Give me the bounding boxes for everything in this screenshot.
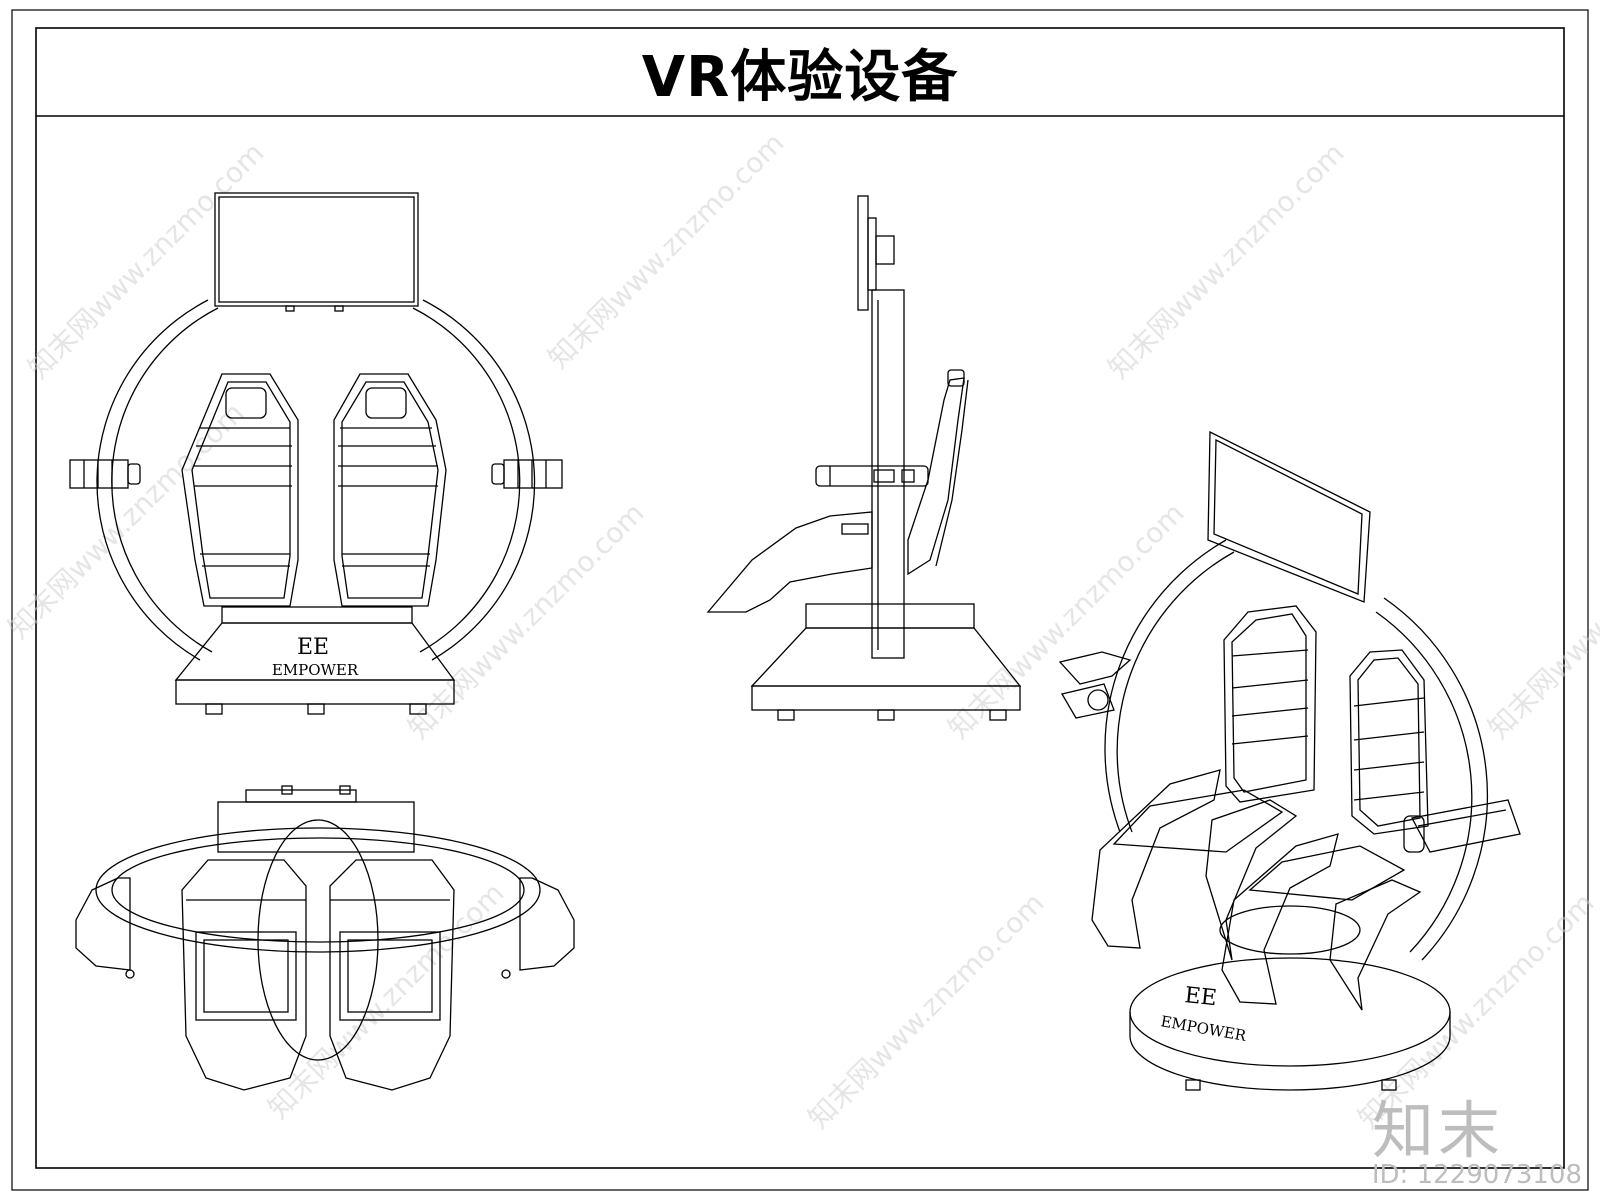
iso-ring [1104, 539, 1227, 833]
front-monitor [214, 192, 419, 307]
front-view [69, 192, 563, 715]
watermark-brand: 知末 [1371, 1094, 1504, 1167]
watermark-diagonal: 知末网www.znzmo.com [22, 136, 271, 385]
front-ring [96, 299, 209, 661]
top-monitor [217, 801, 415, 853]
diagonal-watermarks: 知末网www.znzmo.com 知末网www.znzmo.com 知末网www… [2, 126, 1600, 1135]
iso-monitor [1207, 430, 1371, 603]
watermark-diagonal: 知末网www.znzmo.com [942, 496, 1191, 745]
watermark-diagonal: 知末网www.znzmo.com [1482, 496, 1600, 745]
top-handle-right [519, 877, 575, 971]
front-logo-mark: EE [297, 635, 329, 660]
watermark-diagonal: 知末网www.znzmo.com [542, 126, 791, 375]
top-view [75, 785, 575, 1091]
iso-seat-right [1221, 649, 1429, 1011]
front-base-riser [221, 606, 413, 624]
top-ring [95, 827, 541, 953]
watermark-diagonal: 知末网www.znzmo.com [2, 396, 251, 645]
side-handle [815, 465, 929, 487]
iso-view [1058, 430, 1521, 1091]
front-handle-right [503, 459, 563, 489]
watermark-id: ID: 1229073108 [1371, 1160, 1582, 1190]
iso-logo-word: EMPOWER [1159, 1012, 1248, 1045]
watermark-diagonal: 知末网www.znzmo.com [262, 876, 511, 1125]
inner-border [35, 27, 1565, 1169]
front-logo-word: EMPOWER [272, 661, 359, 679]
watermark-diagonal: 知末网www.znzmo.com [802, 886, 1051, 1135]
front-seat-left [181, 373, 299, 607]
side-view [706, 195, 1022, 721]
watermark-diagonal: 知末网www.znzmo.com [1102, 136, 1351, 385]
iso-seat-left [1091, 605, 1317, 961]
side-footrest [706, 511, 873, 613]
front-logo: EE EMPOWER [272, 635, 359, 679]
iso-handle-left [1058, 651, 1132, 685]
top-seat-left [181, 859, 307, 1091]
outer-border [11, 9, 1589, 1191]
side-base-trapezoid [750, 627, 1022, 687]
front-seat-right [333, 373, 447, 607]
top-seat-right [329, 859, 455, 1091]
iso-base-side [1129, 1012, 1451, 1091]
top-handle-left [75, 877, 131, 971]
front-handle-left [69, 459, 129, 489]
iso-base-top [1129, 957, 1451, 1067]
side-base-riser [805, 603, 975, 629]
side-pole [871, 289, 905, 659]
drawing-title: VR体验设备 [641, 44, 959, 110]
side-seat-back [907, 377, 965, 576]
iso-logo-mark: EE [1183, 983, 1218, 1011]
side-monitor [857, 195, 869, 311]
